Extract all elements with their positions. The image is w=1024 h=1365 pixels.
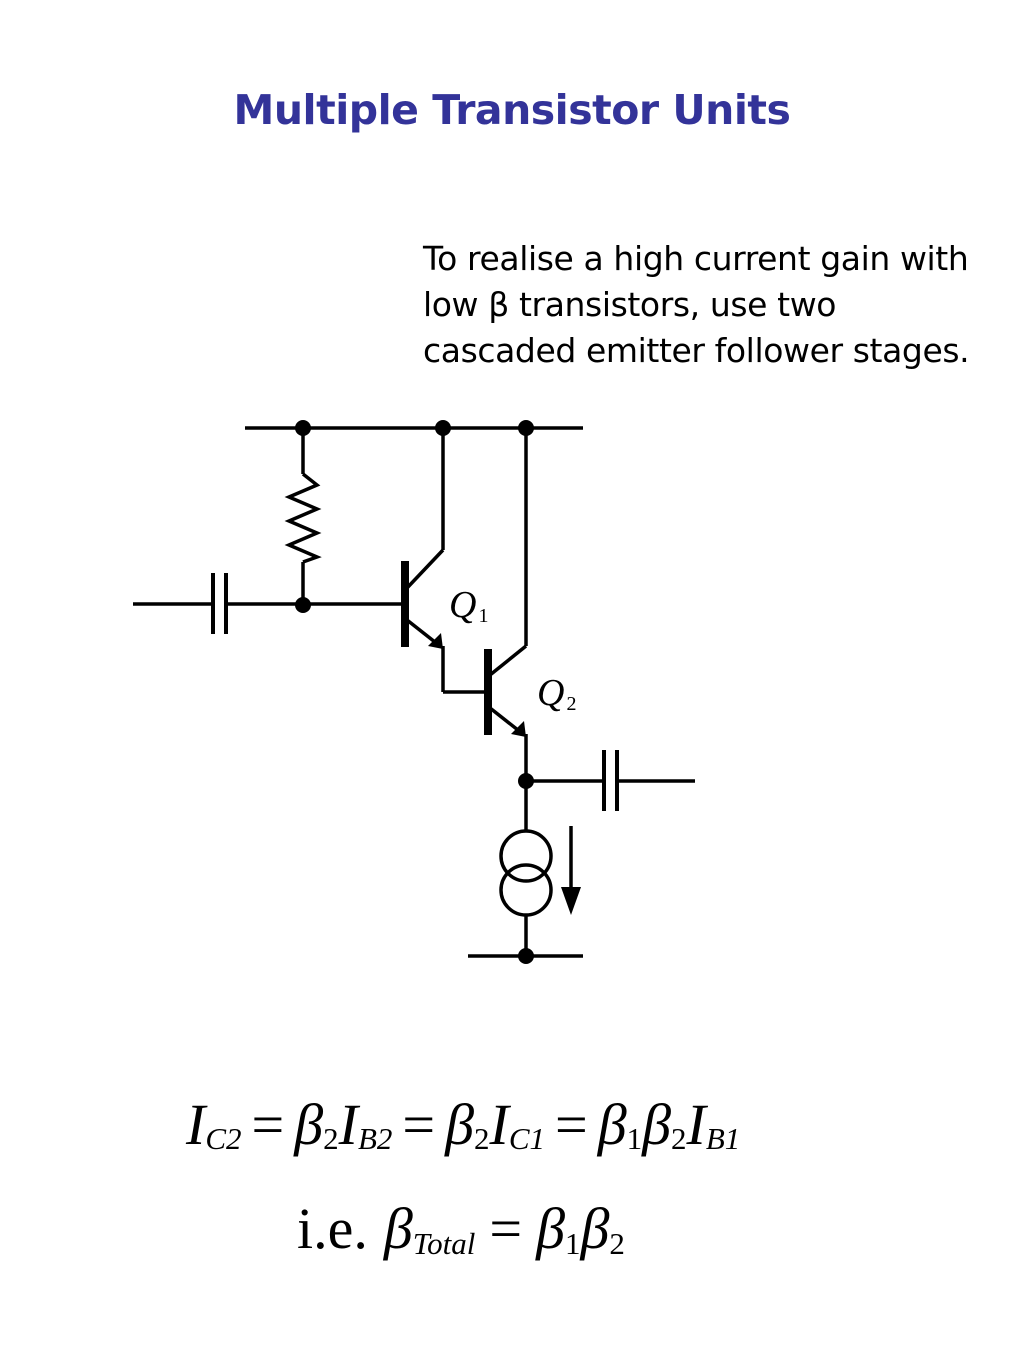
output-coupling-capacitor <box>526 750 695 811</box>
description-line-2: low β transistors, use two <box>423 285 837 324</box>
junction-dots <box>295 420 534 964</box>
transistor-q2 <box>484 428 528 781</box>
total-beta-equation: i.e.βTotal=β1β2 <box>297 1196 625 1261</box>
slide-title: Multiple Transistor Units <box>233 86 791 134</box>
bias-resistor <box>284 428 322 605</box>
current-source <box>499 781 573 956</box>
current-arrowhead <box>561 887 581 915</box>
q1-emitter-arrowhead <box>428 633 443 649</box>
q2-emitter-arrowhead <box>511 721 526 737</box>
description-line-3: cascaded emitter follower stages. <box>423 331 970 370</box>
transistor-q1 <box>401 428 445 692</box>
input-coupling-capacitor <box>133 573 303 634</box>
description-text: To realise a high current gain with low … <box>423 236 1013 374</box>
current-gain-equation: IC2=β2IB2=β2IC1=β1β2IB1 <box>185 1092 740 1157</box>
description-line-1: To realise a high current gain with <box>423 239 969 278</box>
